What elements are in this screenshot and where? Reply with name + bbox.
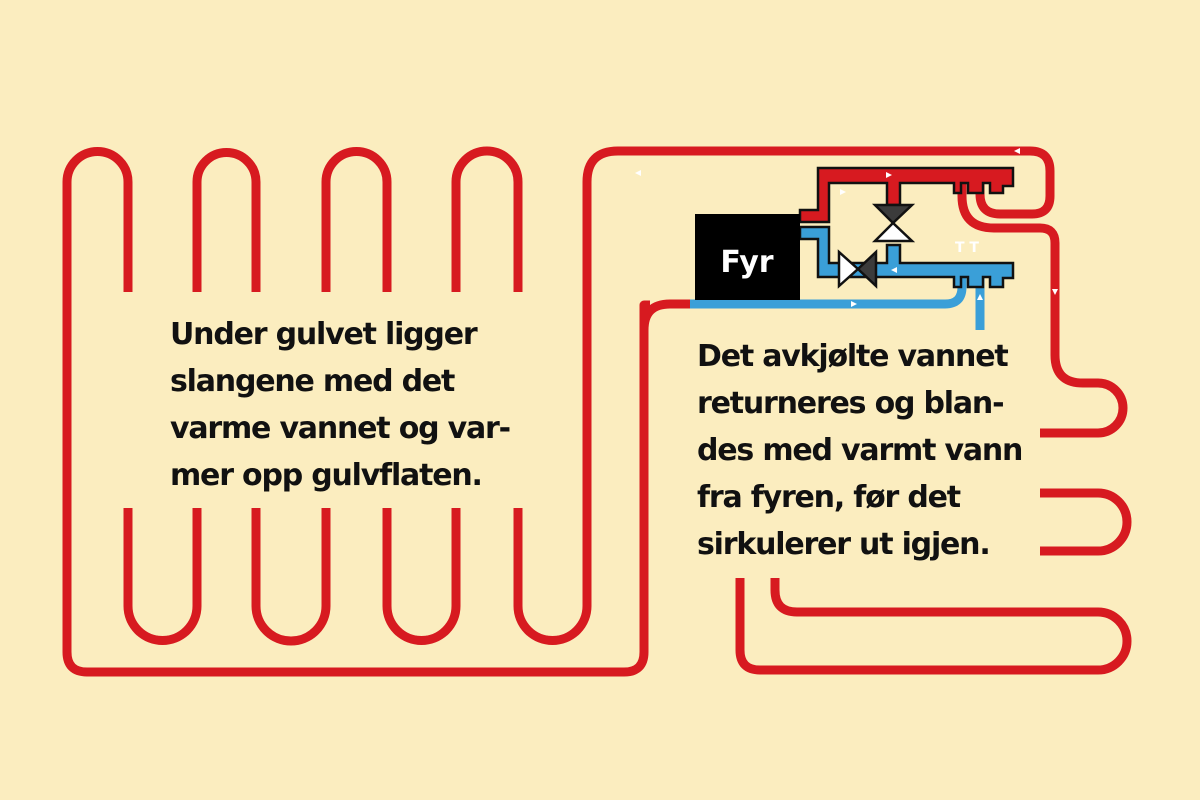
- caption-mixing: Det avkjølte vannet returneres og blan- …: [697, 339, 1023, 562]
- caption-floor-loops: Under gulvet ligger slangene med det var…: [170, 317, 511, 493]
- floor-loop-u-2: [251, 508, 331, 646]
- floor-loop-right: [957, 180, 1128, 438]
- flow-arrow-icon: [891, 267, 897, 273]
- hot-manifold: [798, 166, 1015, 224]
- boiler-label: Fyr: [720, 245, 773, 280]
- flow-arrow-icon: [851, 301, 857, 307]
- return-pipe-red: [639, 299, 690, 340]
- floor-loop-u-1: [123, 508, 202, 645]
- flow-arrow-icon: [886, 172, 892, 178]
- mixing-valve-icon: [837, 203, 916, 289]
- valve-vertical-bottom: [871, 221, 916, 243]
- floor-loop-arch-3: [451, 146, 523, 292]
- floor-loop-right-bottom: [735, 578, 1132, 675]
- valve-horizontal-left: [837, 249, 860, 289]
- flow-arrow-icon: [977, 294, 983, 300]
- flow-arrow-icon: [1052, 289, 1058, 295]
- flow-arrows: [635, 148, 1058, 307]
- valve-vertical-top: [871, 203, 916, 225]
- sensor-marks: T T: [955, 240, 979, 256]
- flow-arrow-icon: [1014, 148, 1020, 154]
- valve-horizontal-right: [856, 249, 878, 289]
- flow-arrow-icon: [840, 189, 846, 195]
- flow-arrow-icon: [635, 170, 641, 176]
- floor-loop-arch-2: [321, 147, 392, 292]
- boiler-icon: [695, 214, 800, 300]
- floor-loop-right-u: [1040, 488, 1132, 556]
- floor-loop-u-4: [513, 146, 1055, 645]
- floor-loop-arch-1: [192, 148, 261, 292]
- floor-loop-u-3: [382, 508, 461, 645]
